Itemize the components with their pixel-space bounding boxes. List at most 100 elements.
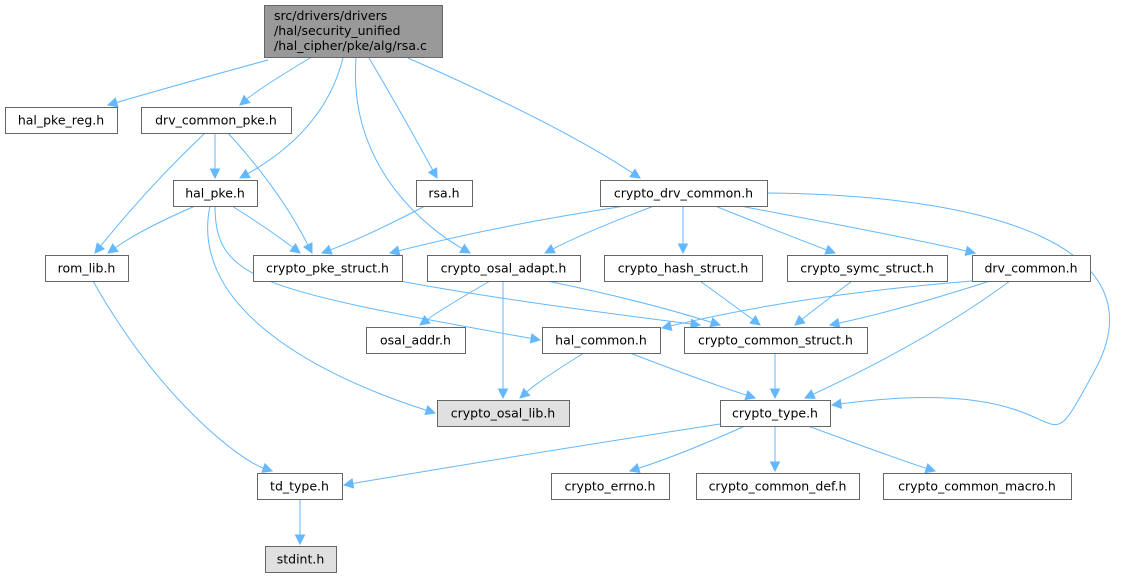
node-crypto-osal-adapt[interactable]: crypto_osal_adapt.h [427, 255, 581, 282]
edge-line [407, 57, 633, 174]
arrowhead-icon [830, 398, 843, 410]
edge-line [100, 132, 206, 247]
node-box [416, 180, 473, 207]
node-rsa[interactable]: rsa.h [416, 180, 473, 207]
node-drv-common[interactable]: drv_common.h [972, 255, 1091, 282]
edge-line [399, 280, 692, 325]
node-label: crypto_common_macro.h [898, 479, 1056, 494]
edge-hal-pke-to-rom-lib [107, 205, 196, 254]
node-crypto-symc-struct[interactable]: crypto_symc_struct.h [787, 255, 948, 282]
edge-line [766, 192, 1110, 426]
arrowhead-icon [629, 168, 641, 179]
node-box [173, 180, 258, 207]
node-crypto-common-macro[interactable]: crypto_common_macro.h [883, 473, 1072, 500]
node-crypto-hash-struct[interactable]: crypto_hash_struct.h [604, 255, 763, 282]
edge-crypto-type-to-crypto-common-def [769, 426, 781, 473]
arrowhead-icon [459, 243, 471, 254]
edge-crypto-type-to-crypto-errno [628, 425, 746, 474]
edge-line [714, 205, 827, 251]
edge-line [116, 59, 269, 103]
arrowhead-icon [964, 245, 977, 256]
node-crypto-osal-lib: crypto_osal_lib.h [437, 400, 570, 427]
node-box [141, 107, 292, 134]
node-label: /hal_cipher/pke/alg/rsa.c [274, 38, 427, 53]
node-box [427, 255, 581, 282]
arrowhead-icon [302, 242, 313, 254]
arrowhead-icon [261, 462, 274, 473]
arrowhead-icon [424, 405, 437, 416]
edge-line [546, 280, 712, 323]
edge-drv-common-pke-to-rom-lib [94, 132, 206, 254]
arrowhead-icon [749, 315, 761, 326]
edge-drv-common-pke-to-crypto-pke-struct [227, 132, 313, 254]
edge-line [207, 205, 427, 411]
node-box [883, 473, 1072, 500]
arrowhead-icon [106, 97, 119, 108]
edge-hal-pke-to-crypto-osal-lib [207, 205, 437, 416]
arrowhead-icon [239, 94, 251, 106]
node-box [696, 473, 860, 500]
node-label: crypto_symc_struct.h [800, 261, 934, 276]
node-crypto-drv-common[interactable]: crypto_drv_common.h [600, 180, 768, 207]
node-box [257, 473, 343, 500]
node-root[interactable]: src/drivers/drivers/hal/security_unified… [264, 5, 443, 58]
arrowhead-icon [94, 242, 106, 254]
node-label: hal_pke_reg.h [18, 113, 104, 128]
edge-hal-common-to-crypto-osal-lib [519, 352, 585, 399]
arrowhead-icon [803, 389, 816, 399]
edge-crypto-osal-adapt-to-osal-addr [419, 280, 491, 326]
node-rom-lib[interactable]: rom_lib.h [45, 255, 129, 282]
node-box [720, 400, 831, 427]
node-label: /hal/security_unified [274, 23, 400, 38]
node-label: drv_common.h [984, 261, 1077, 276]
node-box [684, 327, 868, 354]
node-crypto-common-def[interactable]: crypto_common_def.h [696, 473, 860, 500]
edge-td-type-to-stdint [294, 499, 306, 546]
node-crypto-type[interactable]: crypto_type.h [720, 400, 831, 427]
edge-crypto-drv-common-to-crypto-osal-adapt [544, 205, 655, 254]
node-td-type[interactable]: td_type.h [257, 473, 343, 500]
edge-root-to-hal-pke [239, 57, 344, 179]
node-box [972, 255, 1091, 282]
node-box [600, 180, 768, 207]
edge-drv-common-pke-to-hal-pke [209, 133, 221, 180]
node-hal-pke[interactable]: hal_pke.h [173, 180, 258, 207]
arrowhead-icon [769, 461, 781, 473]
arrowhead-icon [677, 243, 689, 255]
edge-line [227, 132, 309, 246]
edge-line [801, 280, 853, 320]
node-box [604, 255, 763, 282]
node-crypto-errno[interactable]: crypto_errno.h [551, 473, 670, 500]
edge-hal-pke-to-crypto-pke-struct [231, 205, 301, 254]
node-hal-pke-reg[interactable]: hal_pke_reg.h [5, 107, 118, 134]
arrowhead-icon [294, 534, 306, 546]
edge-line [699, 280, 754, 321]
node-crypto-common-struct[interactable]: crypto_common_struct.h [684, 327, 868, 354]
edge-line [352, 423, 721, 484]
node-label: hal_common.h [555, 333, 647, 348]
node-box [437, 400, 570, 427]
edge-drv-common-to-crypto-type [803, 280, 1011, 399]
node-label: crypto_hash_struct.h [618, 261, 749, 276]
nodes-layer: src/drivers/drivers/hal/security_unified… [5, 5, 1091, 573]
node-drv-common-pke[interactable]: drv_common_pke.h [141, 107, 292, 134]
edge-line [92, 280, 264, 469]
node-label: rom_lib.h [58, 261, 116, 276]
arrowhead-icon [660, 320, 673, 331]
edge-crypto-hash-struct-to-crypto-common-struct [699, 280, 761, 326]
edge-line [355, 57, 463, 249]
arrowhead-icon [427, 167, 438, 179]
node-crypto-pke-struct[interactable]: crypto_pke_struct.h [253, 255, 403, 282]
node-osal-addr[interactable]: osal_addr.h [366, 327, 466, 354]
node-hal-common[interactable]: hal_common.h [542, 327, 661, 354]
arrowhead-icon [529, 333, 542, 344]
edge-crypto-drv-common-to-crypto-hash-struct [677, 206, 689, 255]
edge-crypto-pke-struct-to-crypto-common-struct [399, 280, 702, 330]
edge-crypto-type-to-td-type [342, 423, 721, 489]
edge-crypto-common-struct-to-crypto-type [769, 353, 781, 400]
edges-layer [92, 57, 1110, 546]
edge-drv-common-to-hal-common [660, 280, 973, 331]
node-label: td_type.h [270, 479, 329, 494]
arrowhead-icon [924, 463, 937, 474]
